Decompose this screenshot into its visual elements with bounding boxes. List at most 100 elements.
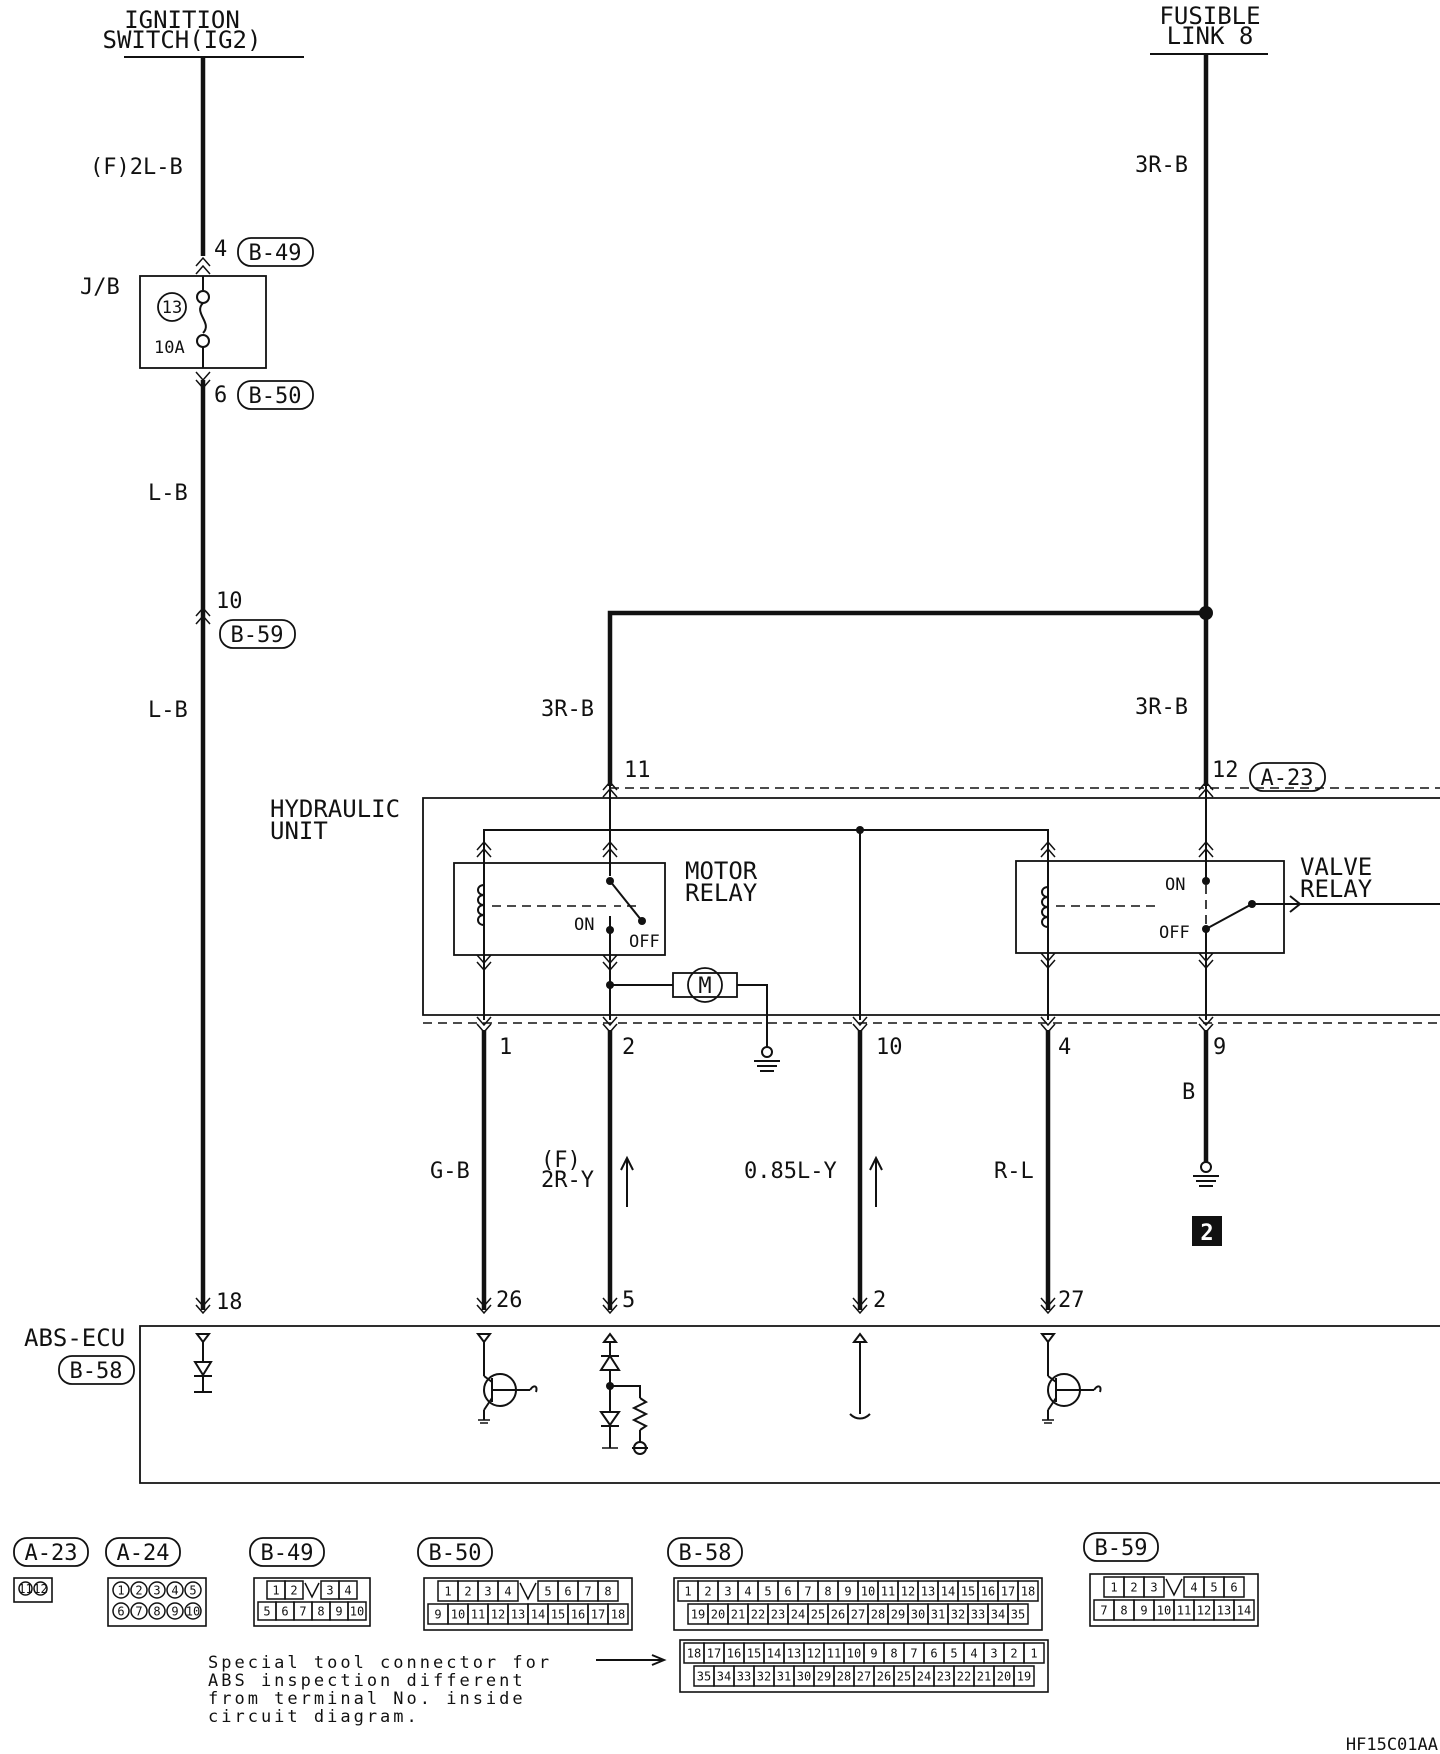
connector-pin: 20 xyxy=(707,1603,729,1625)
svg-text:23: 23 xyxy=(771,1608,785,1622)
svg-text:11: 11 xyxy=(18,1582,32,1596)
terminal-ecu-5: 5 xyxy=(622,1288,635,1313)
svg-text:35: 35 xyxy=(697,1670,711,1684)
svg-text:20: 20 xyxy=(711,1608,725,1622)
connector-pin: 23 xyxy=(767,1603,789,1625)
connector-pin: 15 xyxy=(547,1603,569,1625)
connector-pin: 16 xyxy=(977,1580,999,1602)
svg-text:4: 4 xyxy=(970,1647,977,1661)
svg-text:8: 8 xyxy=(890,1647,897,1661)
valve-relay-off: OFF xyxy=(1159,923,1190,943)
svg-text:15: 15 xyxy=(961,1585,975,1599)
svg-text:8: 8 xyxy=(604,1585,611,1599)
svg-text:5: 5 xyxy=(1210,1581,1217,1595)
svg-text:2: 2 xyxy=(290,1584,297,1598)
svg-text:3: 3 xyxy=(153,1584,160,1598)
connector-pin: 24 xyxy=(787,1603,809,1625)
connector-pin: 10 xyxy=(857,1580,879,1602)
terminal-ecu-2: 2 xyxy=(873,1288,886,1313)
svg-text:11: 11 xyxy=(827,1647,841,1661)
svg-text:6: 6 xyxy=(1230,1581,1237,1595)
special-tool-arrow-icon xyxy=(596,1654,667,1666)
ecu-transistor-26-icon xyxy=(476,1333,538,1424)
ecu-terminals xyxy=(195,1297,1056,1315)
connector-pin: 4 xyxy=(497,1580,519,1602)
ecu-input-5-diode-icon xyxy=(599,1332,649,1455)
svg-text:11: 11 xyxy=(471,1608,485,1622)
wire-pin4: R-L xyxy=(994,1159,1034,1184)
svg-text:7: 7 xyxy=(804,1585,811,1599)
connector-pin: 18 xyxy=(607,1603,629,1625)
svg-text:10: 10 xyxy=(1157,1604,1171,1618)
connector-pin: 32 xyxy=(947,1603,969,1625)
svg-text:4: 4 xyxy=(744,1585,751,1599)
connector-pin: 35 xyxy=(1007,1603,1029,1625)
motor-relay-on: ON xyxy=(574,915,594,935)
svg-text:6: 6 xyxy=(117,1605,124,1619)
svg-text:11: 11 xyxy=(881,1585,895,1599)
svg-text:B-50: B-50 xyxy=(429,1541,482,1566)
terminal-hu-1: 1 xyxy=(499,1035,512,1060)
connector-pin: 26 xyxy=(873,1665,895,1687)
svg-text:4: 4 xyxy=(171,1584,178,1598)
connector-pin: 29 xyxy=(887,1603,909,1625)
ground-ref-number: 2 xyxy=(1200,1221,1213,1246)
connector-pin: 13 xyxy=(917,1580,939,1602)
svg-text:3: 3 xyxy=(1150,1581,1157,1595)
body-ground-icon xyxy=(1193,1161,1219,1187)
ground-ref-box xyxy=(1192,1216,1222,1246)
wire-pin10: 0.85L-Y xyxy=(744,1159,837,1184)
connector-pin: 4 xyxy=(338,1580,358,1600)
connector-pin: 33 xyxy=(967,1603,989,1625)
svg-text:24: 24 xyxy=(917,1670,931,1684)
svg-text:33: 33 xyxy=(971,1608,985,1622)
connector-pin: 19 xyxy=(687,1603,709,1625)
valve-relay-switch-icon xyxy=(1198,786,1440,1020)
abs-ecu-box xyxy=(139,1325,1440,1484)
connector-pin: 26 xyxy=(827,1603,849,1625)
svg-text:34: 34 xyxy=(991,1608,1005,1622)
svg-text:9: 9 xyxy=(171,1605,178,1619)
connector-pin: 18 xyxy=(1017,1580,1039,1602)
svg-text:12: 12 xyxy=(491,1608,505,1622)
ecu-transistor-27-icon xyxy=(1040,1333,1102,1424)
connector-pin: 34 xyxy=(987,1603,1009,1625)
svg-text:3: 3 xyxy=(484,1585,491,1599)
connector-pin xyxy=(519,1582,537,1601)
connector-pin: 30 xyxy=(793,1665,815,1687)
connector-pin: 11 xyxy=(1173,1599,1195,1621)
svg-text:26: 26 xyxy=(831,1608,845,1622)
connector-pin: 8 xyxy=(597,1580,619,1602)
svg-text:16: 16 xyxy=(727,1647,741,1661)
svg-text:1: 1 xyxy=(444,1585,451,1599)
svg-text:B-49: B-49 xyxy=(261,1541,314,1566)
wire-ig-mid: L-B xyxy=(148,481,188,506)
tag-b49: B-49 xyxy=(249,241,302,266)
svg-text:12: 12 xyxy=(901,1585,915,1599)
connector-pin: 6 xyxy=(1223,1576,1245,1598)
svg-text:5: 5 xyxy=(189,1584,196,1598)
fuse-number: 13 xyxy=(162,298,182,318)
valve-relay-box xyxy=(1015,860,1285,954)
terminal-b59-10: 10 xyxy=(216,589,243,614)
ecu-input-2-icon xyxy=(849,1332,871,1420)
connector-pin: 10 xyxy=(1153,1599,1175,1621)
svg-text:10: 10 xyxy=(847,1647,861,1661)
svg-text:14: 14 xyxy=(1237,1604,1251,1618)
fuse-rating: 10A xyxy=(154,338,185,358)
svg-text:5: 5 xyxy=(764,1585,771,1599)
motor-relay-box xyxy=(453,862,666,956)
svg-text:8: 8 xyxy=(153,1605,160,1619)
svg-text:9: 9 xyxy=(434,1608,441,1622)
terminal-hu-12: 12 xyxy=(1212,758,1239,783)
svg-text:3: 3 xyxy=(326,1584,333,1598)
valve-relay-coil-icon xyxy=(1040,840,1056,970)
svg-text:6: 6 xyxy=(281,1605,288,1619)
svg-text:9: 9 xyxy=(870,1647,877,1661)
connector-pin xyxy=(304,1582,320,1599)
